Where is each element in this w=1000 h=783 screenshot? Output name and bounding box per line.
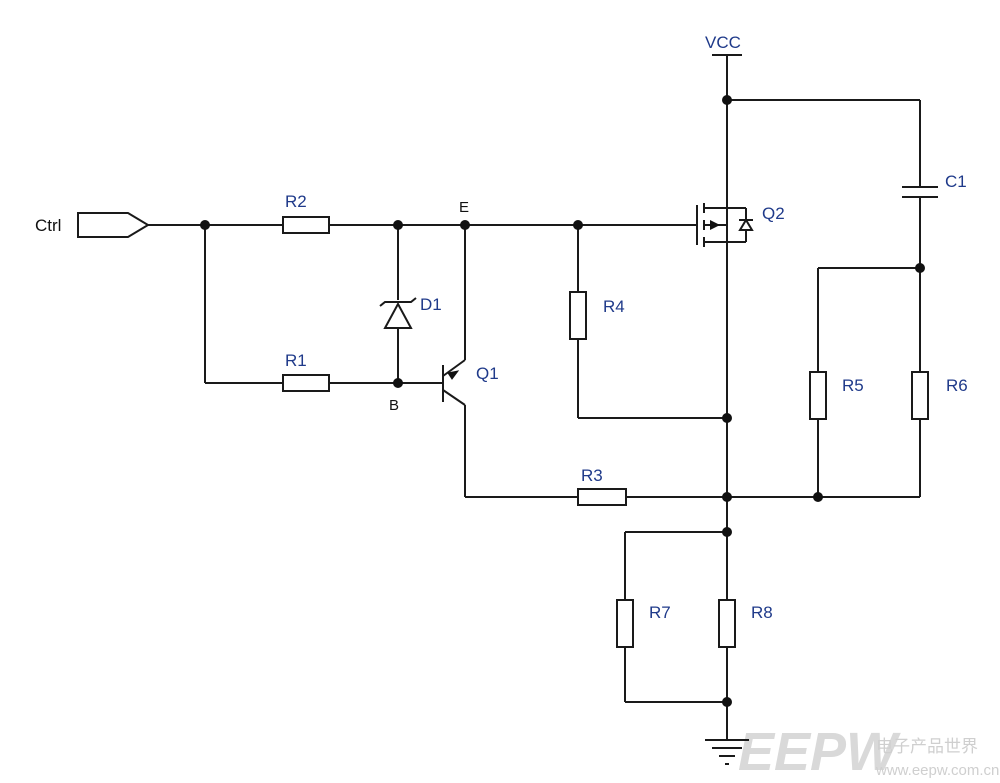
ctrl-input-port: Ctrl bbox=[35, 212, 150, 238]
resistor-r8: R8 bbox=[718, 599, 773, 648]
resistor-r7: R7 bbox=[616, 599, 671, 648]
vcc-terminal: VCC bbox=[705, 33, 742, 56]
r3-label: R3 bbox=[581, 466, 603, 485]
resistor-r5: R5 bbox=[809, 371, 864, 420]
resistor-r1: R1 bbox=[282, 351, 330, 392]
watermark-logo: EEPW bbox=[738, 722, 901, 782]
junctions bbox=[200, 95, 925, 707]
r5-label: R5 bbox=[842, 376, 864, 395]
transistor-q1: Q1 bbox=[442, 359, 499, 406]
q2-label: Q2 bbox=[762, 204, 785, 223]
d1-label: D1 bbox=[420, 295, 442, 314]
watermark: EEPW 电子产品世界 www.eepw.com.cn bbox=[738, 722, 999, 782]
q1-label: Q1 bbox=[476, 364, 499, 383]
vcc-label: VCC bbox=[705, 33, 741, 52]
r2-label: R2 bbox=[285, 192, 307, 211]
resistor-r4: R4 bbox=[569, 291, 625, 340]
watermark-url: www.eepw.com.cn bbox=[875, 762, 999, 779]
ground-icon bbox=[705, 739, 749, 765]
r1-label: R1 bbox=[285, 351, 307, 370]
node-label-e: E bbox=[459, 199, 469, 216]
r7-label: R7 bbox=[649, 603, 671, 622]
resistor-r6: R6 bbox=[911, 371, 968, 420]
resistor-r2: R2 bbox=[282, 192, 330, 234]
wires bbox=[148, 55, 921, 740]
resistor-r3: R3 bbox=[577, 466, 627, 506]
watermark-tagline: 电子产品世界 bbox=[876, 737, 978, 757]
r8-label: R8 bbox=[751, 603, 773, 622]
r4-label: R4 bbox=[603, 297, 625, 316]
capacitor-c1: C1 bbox=[902, 172, 967, 198]
ctrl-label: Ctrl bbox=[35, 216, 61, 235]
c1-label: C1 bbox=[945, 172, 967, 191]
node-label-b: B bbox=[389, 397, 399, 414]
zener-diode-d1: D1 bbox=[379, 295, 442, 329]
mosfet-q2: Q2 bbox=[696, 203, 785, 247]
r6-label: R6 bbox=[946, 376, 968, 395]
